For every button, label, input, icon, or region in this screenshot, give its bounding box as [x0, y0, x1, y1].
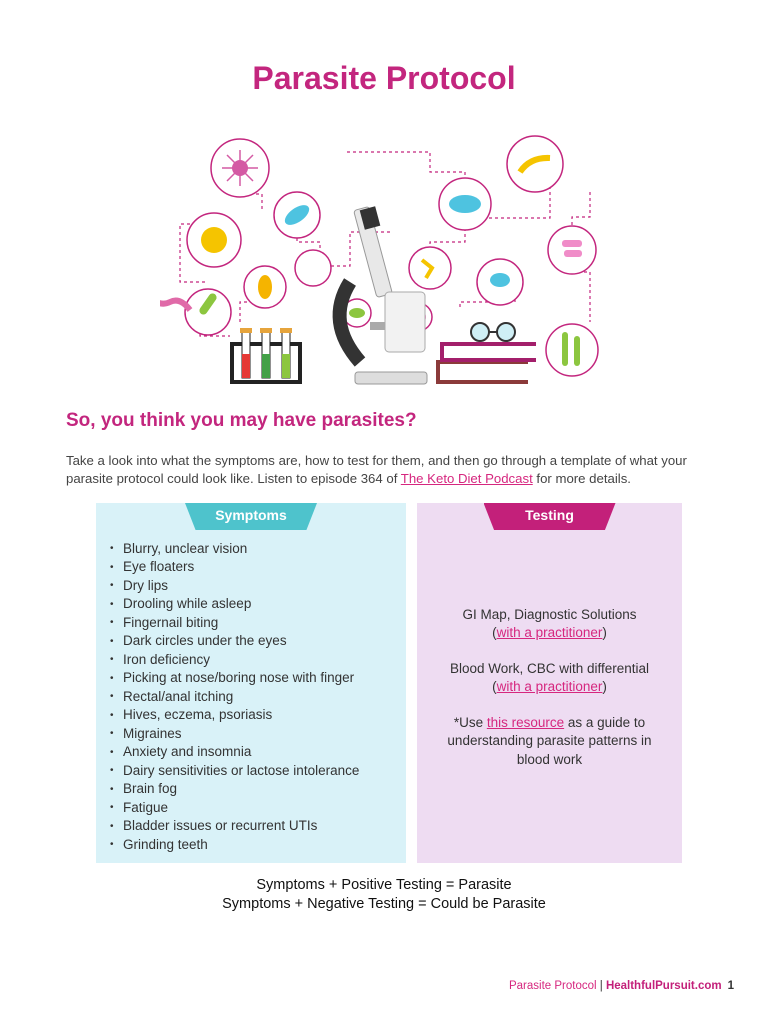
- blood-work-practitioner: (with a practitioner): [492, 679, 607, 695]
- list-item: Dry lips: [110, 577, 359, 595]
- list-item: Migraines: [110, 725, 359, 743]
- list-item: Anxiety and insomnia: [110, 743, 359, 761]
- gi-map-label: GI Map, Diagnostic Solutions: [462, 607, 637, 622]
- microscope-parasites-illustration: [160, 135, 599, 385]
- list-item: Picking at nose/boring nose with finger: [110, 669, 359, 687]
- intro-text-end: for more details.: [532, 471, 631, 486]
- keto-diet-podcast-link[interactable]: The Keto Diet Podcast: [400, 471, 533, 486]
- blood-work-label: Blood Work, CBC with differential: [449, 661, 650, 676]
- summary-line-positive: Symptoms + Positive Testing = Parasite: [256, 877, 512, 893]
- summary-line-negative: Symptoms + Negative Testing = Could be P…: [222, 896, 546, 912]
- gi-map-test: GI Map, Diagnostic Solutions (with a pra…: [417, 606, 682, 643]
- gi-map-practitioner: (with a practitioner): [492, 625, 607, 641]
- list-item: Bladder issues or recurrent UTIs: [110, 817, 359, 835]
- list-item: Hives, eczema, psoriasis: [110, 706, 359, 724]
- section-heading: So, you think you may have parasites?: [66, 410, 417, 431]
- resource-note: *Use this resource as a guide to underst…: [447, 715, 652, 767]
- list-item: Dark circles under the eyes: [110, 632, 359, 650]
- symptoms-list: Blurry, unclear vision Eye floaters Dry …: [110, 540, 359, 854]
- testing-tab: Testing: [483, 503, 616, 530]
- testing-panel: Testing GI Map, Diagnostic Solutions (wi…: [417, 503, 682, 863]
- footer-doc-title: Parasite Protocol: [508, 980, 597, 992]
- list-item: Grinding teeth: [110, 836, 359, 854]
- intro-paragraph: Take a look into what the symptoms are, …: [66, 452, 716, 488]
- page-title: Parasite Protocol: [252, 60, 516, 96]
- page-number: 1: [727, 980, 734, 992]
- blood-work-practitioner-link[interactable]: with a practitioner: [496, 679, 603, 695]
- intro-text: Take a look into what the symptoms are, …: [66, 453, 687, 486]
- summary: Symptoms + Positive Testing = Parasite S…: [0, 876, 768, 914]
- this-resource-link[interactable]: this resource: [486, 715, 565, 730]
- list-item: Dairy sensitivities or lactose intoleran…: [110, 762, 359, 780]
- blood-work-test: Blood Work, CBC with differential (with …: [417, 660, 682, 697]
- list-item: Drooling while asleep: [110, 595, 359, 613]
- list-item: Brain fog: [110, 780, 359, 798]
- symptoms-panel: Symptoms Blurry, unclear vision Eye floa…: [96, 503, 406, 863]
- gi-map-practitioner-link[interactable]: with a practitioner: [496, 625, 603, 641]
- list-item: Fatigue: [110, 799, 359, 817]
- list-item: Eye floaters: [110, 558, 359, 576]
- list-item: Iron deficiency: [110, 651, 359, 669]
- page-footer: Parasite Protocol | HealthfulPursuit.com…: [508, 980, 734, 992]
- symptoms-tab: Symptoms: [185, 503, 317, 530]
- list-item: Rectal/anal itching: [110, 688, 359, 706]
- list-item: Blurry, unclear vision: [110, 540, 359, 558]
- footer-site: HealthfulPursuit.com: [605, 980, 722, 992]
- list-item: Fingernail biting: [110, 614, 359, 632]
